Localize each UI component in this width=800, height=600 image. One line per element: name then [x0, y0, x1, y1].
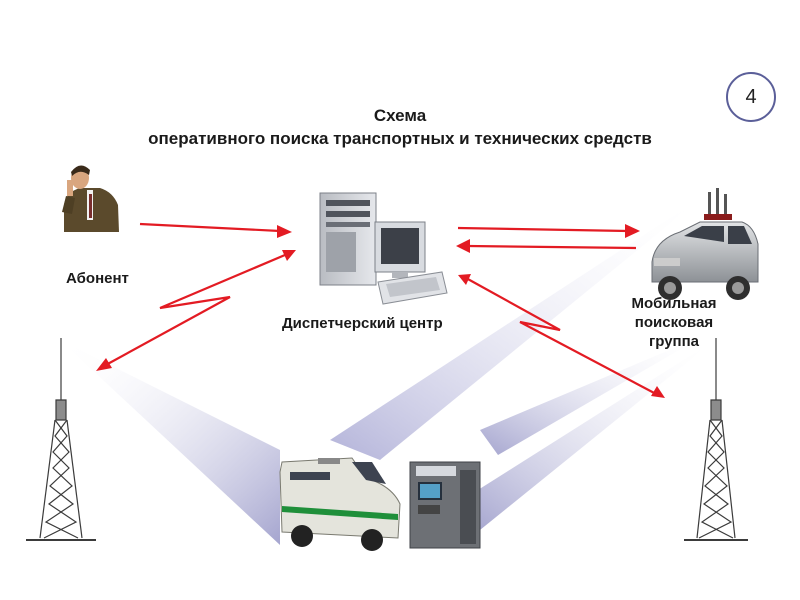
arrow-center-to-mobile	[457, 226, 629, 233]
armored-van-image	[279, 457, 401, 551]
slide-title-line-2: оперативного поиска транспортных и техни…	[148, 129, 652, 148]
arrow-mobile-to-center	[467, 244, 637, 250]
slide-number-badge: 4	[726, 72, 776, 122]
right-radio-tower	[684, 338, 748, 541]
beam-left-tower	[60, 340, 280, 545]
subscriber-person-image	[62, 165, 119, 232]
beam-mobile-center	[330, 195, 705, 460]
dispatch-computer-image	[319, 192, 448, 305]
beam-mobile-right	[480, 335, 705, 455]
dispatch-center-label: Диспетчерский центр	[282, 315, 443, 332]
left-radio-tower	[26, 338, 96, 541]
mobile-group-car-image	[651, 188, 759, 300]
arrow-subscriber-to-center	[139, 222, 281, 233]
arrow-center-right-tower-zigzag	[465, 277, 659, 396]
arrow-center-tower-zigzag	[103, 250, 293, 367]
signal-arrows	[96, 222, 665, 398]
subscriber-label: Абонент	[66, 270, 129, 287]
mobile-group-label-line-1: Мобильная	[631, 295, 717, 312]
beam-right-tower	[470, 340, 715, 530]
mobile-group-label-line-3: группа	[648, 333, 700, 350]
signal-beams	[60, 195, 715, 545]
atm-terminal-image	[409, 461, 481, 549]
slide-title-line-1: Схема	[373, 106, 427, 125]
mobile-group-label-line-2: поисковая	[634, 314, 714, 331]
